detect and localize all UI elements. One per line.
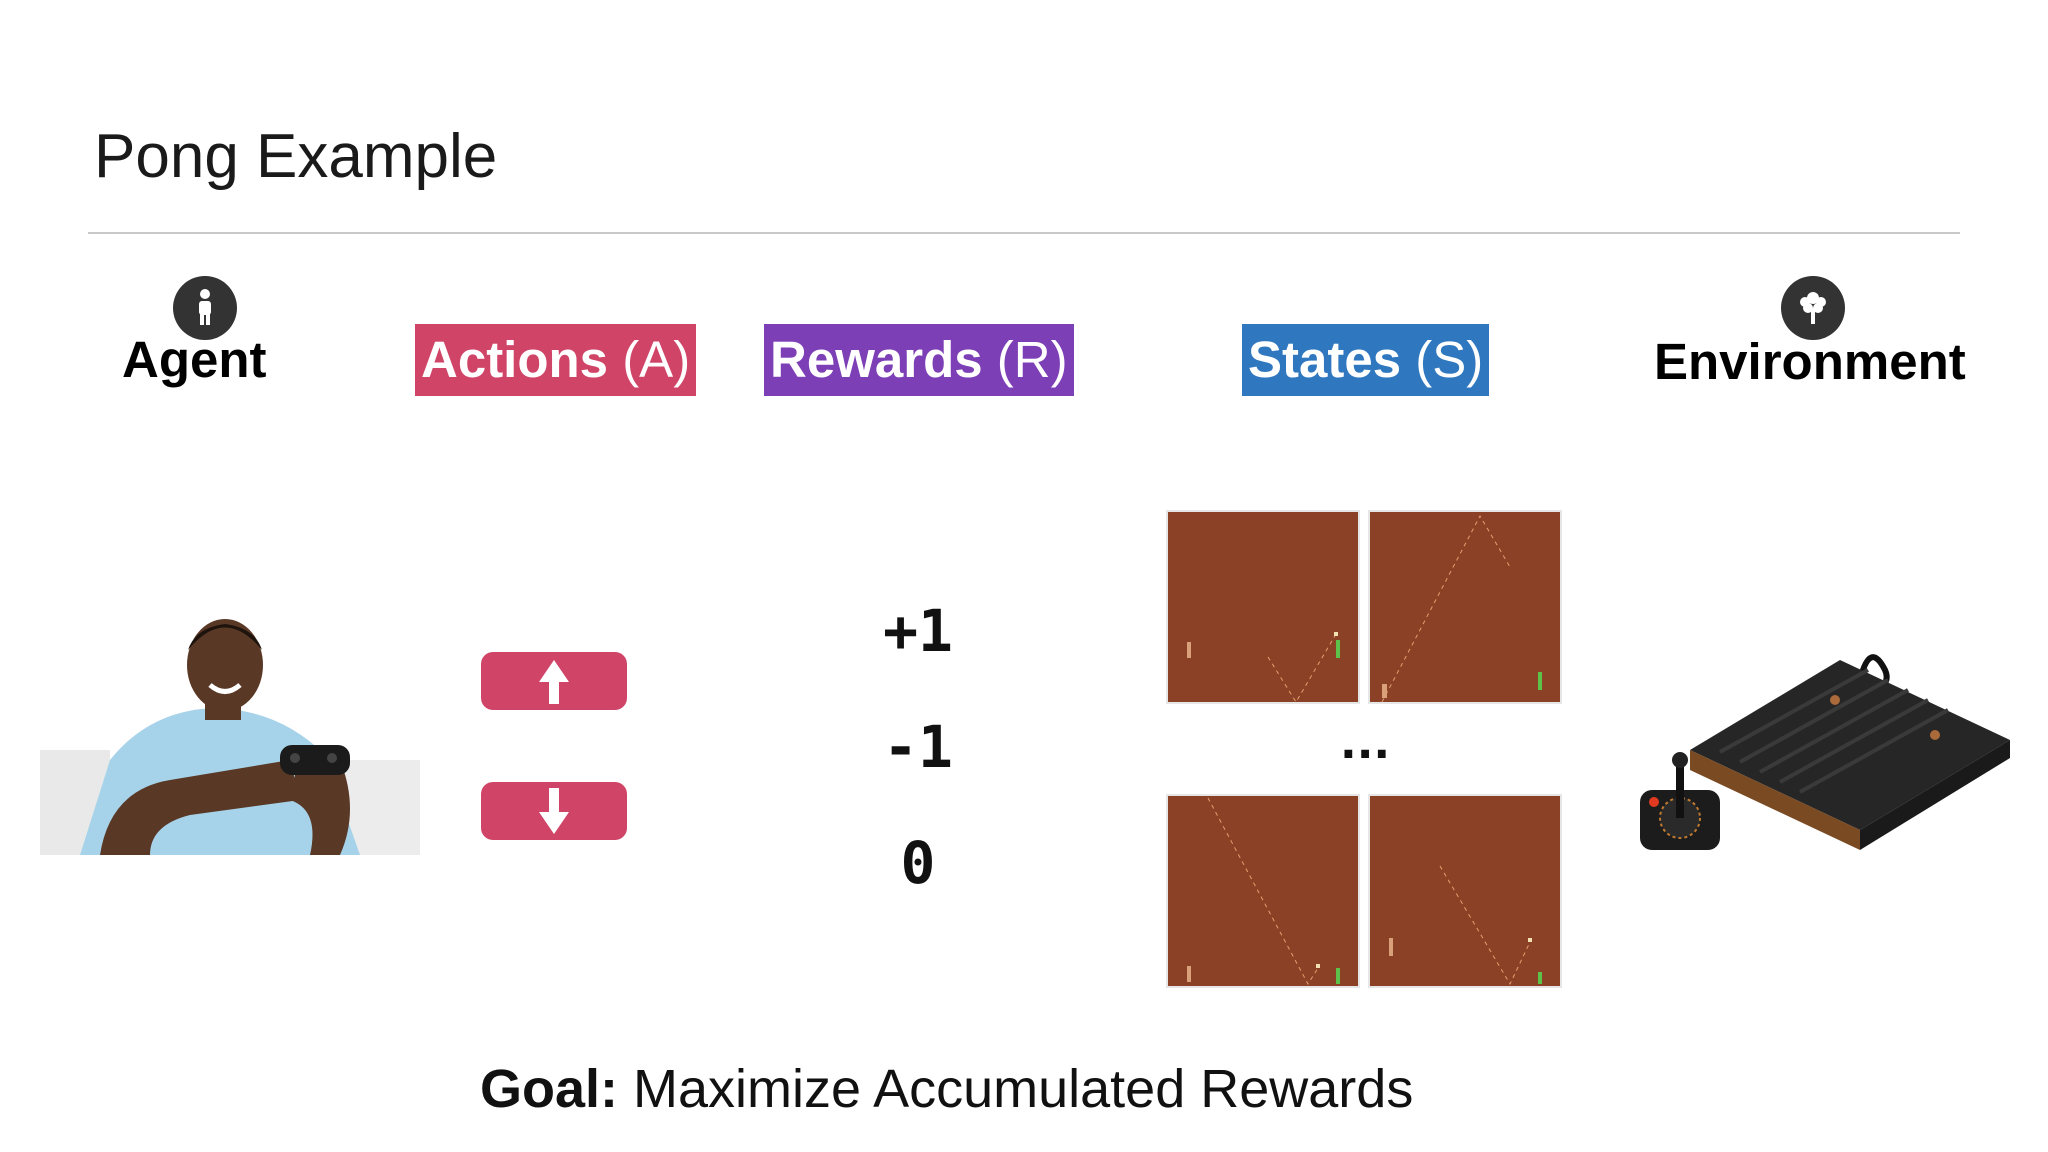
actions-badge-symbol: (A) — [622, 331, 691, 388]
reward-value: 0 — [900, 829, 936, 897]
title-divider — [88, 232, 1960, 234]
states-ellipsis: ... — [1340, 718, 1391, 769]
state-frame — [1166, 794, 1360, 988]
state-frame — [1166, 510, 1360, 704]
actions-badge-label: Actions — [421, 331, 609, 388]
atari-console-image — [1640, 654, 2010, 850]
goal-prefix: Goal: — [480, 1059, 619, 1119]
slide-title: Pong Example — [94, 122, 498, 191]
actions-badge: Actions (A) — [415, 324, 697, 396]
agent-header: Agent — [122, 331, 267, 388]
tree-icon — [1781, 276, 1845, 340]
rewards-badge-label: Rewards — [770, 331, 983, 388]
goal-text: Maximize Accumulated Rewards — [633, 1059, 1414, 1119]
rewards-badge-symbol: (R) — [996, 331, 1068, 388]
rewards-badge: Rewards (R) — [764, 324, 1074, 396]
state-frame — [1368, 510, 1562, 704]
arrow-up-icon — [539, 660, 569, 704]
goal-statement: Goal: Maximize Accumulated Rewards — [480, 1062, 1413, 1116]
state-frame — [1368, 794, 1562, 988]
action-up-button — [481, 652, 627, 710]
states-badge-symbol: (S) — [1415, 331, 1484, 388]
person-icon — [173, 276, 237, 340]
action-down-button — [481, 782, 627, 840]
states-badge: States (S) — [1242, 324, 1490, 396]
arrow-down-icon — [539, 788, 569, 834]
agent-photo — [40, 619, 420, 855]
states-badge-label: States — [1248, 331, 1402, 388]
reward-value: -1 — [883, 713, 953, 781]
reward-value: +1 — [883, 597, 953, 665]
environment-header: Environment — [1654, 333, 1966, 390]
